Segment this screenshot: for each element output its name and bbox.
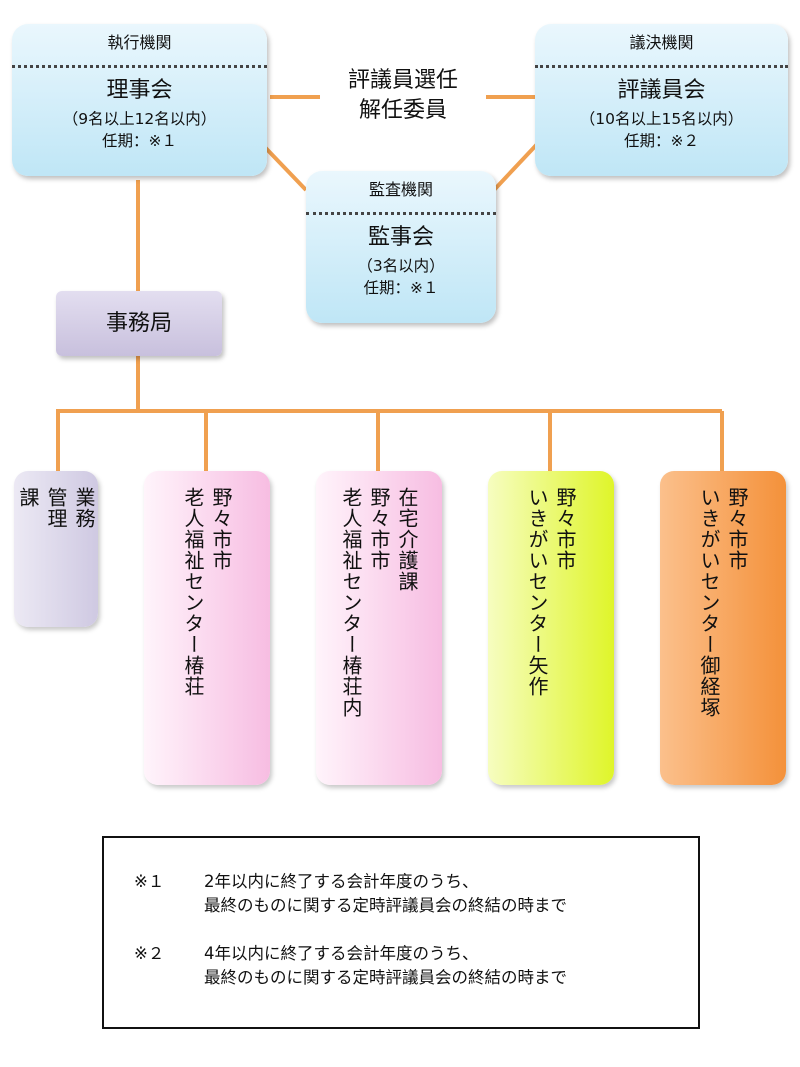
department-business-admin: 業務 管理 課	[14, 471, 98, 627]
executive-members: （9名以上12名以内）	[62, 110, 217, 128]
notes-box: ※１ 2年以内に終了する会計年度のうち、 最終のものに関する定時評議員会の終結の…	[102, 836, 700, 1029]
audit-body-box: 監査機関 監事会 （3名以内） 任期：※１	[306, 171, 496, 323]
note-line: 最終のものに関する定時評議員会の終結の時まで	[204, 896, 567, 915]
department-column: いきがいセンター御経塚	[697, 487, 721, 718]
note-mark: ※１	[134, 872, 165, 891]
audit-caption: 監査機関	[368, 180, 433, 199]
department-yahagi-center: 野々市市 いきがいセンター矢作	[488, 471, 614, 785]
executive-content: 理事会 （9名以上12名以内） 任期：※１	[12, 74, 267, 152]
audit-term: 任期：※１	[363, 279, 439, 297]
council-term: 任期：※２	[624, 132, 699, 150]
council-caption: 議決機関	[629, 33, 694, 52]
executive-body-box: 執行機関 理事会 （9名以上12名以内） 任期：※１	[12, 24, 267, 176]
department-column: 老人福祉センター椿荘内	[339, 487, 363, 718]
department-okyozuka-center: 野々市市 いきがいセンター御経塚	[660, 471, 786, 785]
audit-content: 監事会 （3名以内） 任期：※１	[306, 221, 496, 299]
department-column: 管理	[44, 487, 68, 529]
council-name: 評議員会	[617, 78, 706, 103]
department-column: 野々市市	[367, 487, 391, 571]
council-members: （10名以上15名以内）	[579, 110, 744, 128]
department-column: いきがいセンター矢作	[525, 487, 549, 697]
selection-committee-label: 評議員選任 解任委員	[322, 66, 484, 126]
selection-committee-line1: 評議員選任	[347, 68, 458, 93]
note-line: 最終のものに関する定時評議員会の終結の時まで	[204, 968, 567, 987]
department-column: 課	[16, 487, 40, 508]
executive-caption: 執行機関	[107, 33, 172, 52]
audit-name: 監事会	[367, 225, 434, 250]
audit-members: （3名以内）	[357, 257, 445, 275]
department-tsubaki-center: 野々市市 老人福祉センター椿荘	[144, 471, 270, 785]
department-column: 野々市市	[725, 487, 749, 571]
department-column: 老人福祉センター椿荘	[181, 487, 205, 697]
department-column: 業務	[72, 487, 96, 529]
executive-divider	[12, 65, 267, 68]
department-home-care: 在宅介護課 野々市市 老人福祉センター椿荘内	[316, 471, 442, 785]
council-body-box: 議決機関 評議員会 （10名以上15名以内） 任期：※２	[535, 24, 788, 176]
selection-committee-line2: 解任委員	[358, 98, 447, 123]
council-divider	[535, 65, 788, 68]
department-column: 野々市市	[553, 487, 577, 571]
council-content: 評議員会 （10名以上15名以内） 任期：※２	[535, 74, 788, 152]
executive-name: 理事会	[106, 78, 173, 103]
note-text: 4年以内に終了する会計年度のうち、 最終のものに関する定時評議員会の終結の時まで	[204, 942, 684, 990]
secretariat-box: 事務局	[56, 291, 222, 356]
note-text: 2年以内に終了する会計年度のうち、 最終のものに関する定時評議員会の終結の時まで	[204, 870, 684, 918]
executive-term: 任期：※１	[102, 132, 177, 150]
note-line: 2年以内に終了する会計年度のうち、	[204, 872, 479, 891]
department-column: 野々市市	[209, 487, 233, 571]
connector-council-audit	[492, 138, 543, 192]
audit-divider	[306, 212, 496, 215]
department-column: 在宅介護課	[395, 487, 419, 592]
note-mark: ※２	[134, 944, 165, 963]
note-line: 4年以内に終了する会計年度のうち、	[204, 944, 479, 963]
